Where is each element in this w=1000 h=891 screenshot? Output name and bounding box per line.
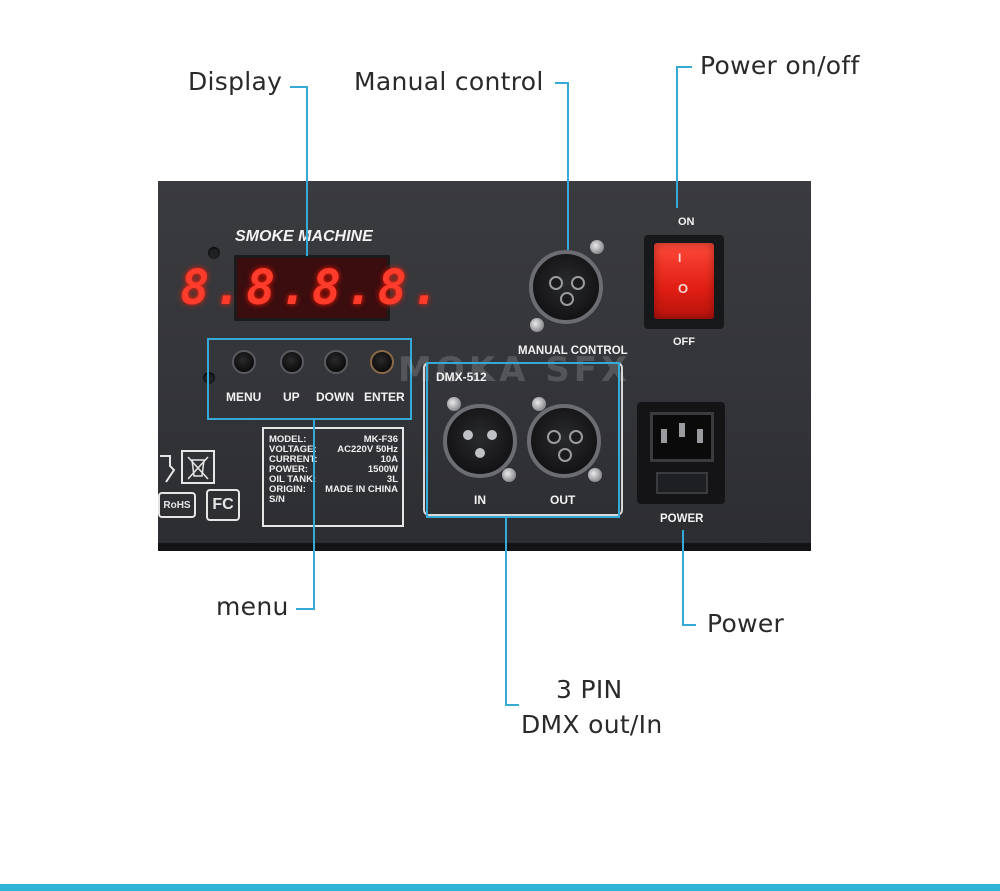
down-button[interactable] [324, 350, 348, 374]
power-onoff-callout-line [676, 66, 678, 208]
power-callout-line [682, 624, 696, 626]
up-button[interactable] [280, 350, 304, 374]
dmx-callout-line2: DMX out/In [521, 710, 663, 739]
connector-screw [447, 397, 461, 411]
spec-origin-value: MADE IN CHINA [325, 484, 398, 495]
manual-control-callout-line [555, 82, 569, 84]
display-callout-line [290, 86, 308, 88]
power-onoff-callout: Power on/off [700, 51, 860, 80]
dmx-callout-line [505, 704, 519, 706]
panel-bottom-edge [158, 543, 811, 551]
switch-on-mark: I [678, 251, 682, 265]
spec-current-value: 10A [380, 454, 398, 465]
menu-callout: menu [216, 592, 289, 621]
connector-screw [590, 240, 604, 254]
up-button-label: UP [283, 390, 300, 404]
iec-power-socket[interactable] [650, 412, 714, 462]
dmx-in-label: IN [474, 493, 486, 507]
dmx-callout-frame [426, 362, 620, 518]
connector-screw [588, 468, 602, 482]
switch-off-mark: O [678, 281, 689, 296]
switch-off-label: OFF [673, 336, 695, 348]
panel-mount-hole [208, 247, 220, 259]
connector-screw [532, 397, 546, 411]
panel-mount-hole [203, 372, 215, 384]
dmx-512-label: DMX-512 [436, 370, 487, 384]
enter-button[interactable] [370, 350, 394, 374]
menu-button-label: MENU [226, 390, 262, 404]
watermark-text: MOKA SFX [398, 350, 632, 390]
power-inlet-label: POWER [660, 513, 704, 525]
spec-voltage-value: AC220V 50Hz [337, 444, 398, 455]
spec-origin-label: ORIGIN: [269, 484, 306, 495]
dmx-callout-line [505, 518, 507, 706]
dmx-out-xlr-socket[interactable] [527, 404, 601, 478]
recycle-symbol-icon [160, 455, 176, 483]
connector-screw [502, 468, 516, 482]
manual-control-label: MANUAL CONTROL [518, 345, 628, 357]
manual-control-callout: Manual control [354, 67, 544, 96]
power-callout: Power [707, 609, 785, 638]
power-callout-line [682, 530, 684, 626]
power-rocker-switch[interactable]: I O [654, 243, 714, 319]
dmx-in-xlr-plug[interactable] [443, 404, 517, 478]
spec-power-value: 1500W [367, 464, 398, 475]
enter-button-label: ENTER [364, 390, 405, 404]
manual-control-callout-line [567, 82, 569, 250]
switch-on-label: ON [678, 216, 695, 228]
connector-screw [530, 318, 544, 332]
weee-bin-icon [181, 450, 215, 484]
spec-oil-value: 3L [386, 474, 398, 485]
spec-current-label: CURRENT: [269, 454, 318, 465]
display-callout: Display [188, 67, 283, 96]
fuse-holder[interactable] [656, 472, 708, 494]
down-button-label: DOWN [316, 390, 354, 404]
led-display: 8.8.8.8. [180, 255, 440, 321]
spec-sn-label: S/N [269, 494, 285, 505]
spec-oil-label: OIL TANK: [269, 474, 317, 485]
display-callout-line [306, 86, 308, 256]
dmx-callout-line1: 3 PIN [556, 675, 623, 704]
menu-button[interactable] [232, 350, 256, 374]
menu-callout-line [313, 420, 315, 610]
dmx-out-label: OUT [550, 493, 576, 507]
smoke-machine-title: SMOKE MACHINE [235, 228, 373, 245]
fc-mark: FC [206, 489, 240, 521]
menu-button-group-frame [207, 338, 412, 420]
spec-label-plate: MODEL: MK-F36 VOLTAGE: AC220V 50Hz CURRENT… [262, 427, 404, 527]
menu-callout-line [296, 608, 315, 610]
rohs-mark: RoHS [158, 492, 196, 518]
bottom-accent-bar [0, 884, 1000, 891]
manual-control-xlr-socket[interactable] [529, 250, 603, 324]
power-onoff-callout-line [676, 66, 692, 68]
spec-voltage-label: VOLTAGE: [269, 444, 317, 455]
spec-model-value: MK-F36 [363, 434, 398, 445]
spec-power-label: POWER: [269, 464, 309, 475]
display-digits: 8.8.8.8. [180, 260, 444, 316]
spec-model-label: MODEL: [269, 434, 307, 445]
